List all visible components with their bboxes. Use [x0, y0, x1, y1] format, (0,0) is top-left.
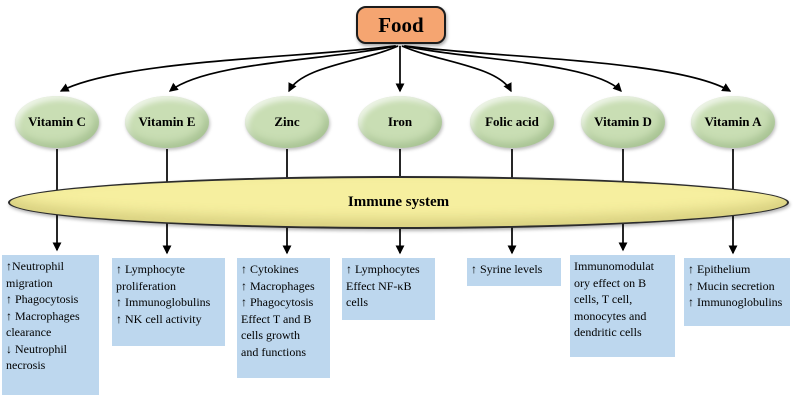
nutrient-label: Vitamin D: [594, 113, 652, 129]
immune-system-ellipse: Immune system: [8, 176, 789, 229]
effects-box-folic-acid: ↑ Syrine levels: [467, 258, 561, 286]
arrow-food-vitamin-e: [168, 45, 397, 92]
nutrient-ellipse-vitamin-c: Vitamin C: [15, 96, 99, 148]
effects-box-vitamin-d: Immunomodulat ory effect on B cells, T c…: [570, 255, 675, 357]
effects-box-zinc: ↑ Cytokines ↑ Macrophages ↑ Phagocytosis…: [237, 258, 330, 378]
arrow-food-vitamin-c: [59, 45, 396, 92]
nutrient-label: Vitamin C: [28, 113, 86, 129]
nutrient-ellipse-folic-acid: Folic acid: [470, 96, 554, 148]
arrow-food-vitamin-d: [403, 45, 622, 92]
arrow-food-vitamin-a: [404, 45, 732, 92]
nutrient-ellipse-vitamin-a: Vitamin A: [691, 96, 775, 148]
nutrient-ellipse-vitamin-d: Vitamin D: [581, 96, 665, 148]
effects-box-vitamin-e: ↑ Lymphocyte proliferation ↑ Immunoglobu…: [112, 258, 225, 346]
effects-box-vitamin-a: ↑ Epithelium ↑ Mucin secretion ↑ Immunog…: [684, 258, 790, 326]
arrow-food-zinc: [288, 45, 399, 93]
nutrient-label: Vitamin E: [138, 113, 196, 129]
food-label: Food: [378, 12, 424, 37]
nutrient-label: Vitamin A: [704, 113, 762, 129]
nutrient-label: Iron: [387, 113, 413, 129]
arrow-food-folic-acid: [401, 45, 512, 93]
nutrient-label: Zinc: [274, 113, 300, 129]
nutrient-ellipse-vitamin-e: Vitamin E: [125, 96, 209, 148]
effects-box-iron: ↑ Lymphocytes Effect NF-κB cells: [342, 258, 435, 320]
nutrient-ellipse-iron: Iron: [358, 96, 442, 148]
immune-system-label: Immune system: [347, 194, 450, 210]
nutrient-label: Folic acid: [485, 113, 539, 129]
food-node: Food: [356, 6, 446, 44]
nutrient-ellipse-zinc: Zinc: [245, 96, 329, 148]
effects-box-vitamin-c: ↑Neutrophil migration ↑ Phagocytosis ↑ M…: [2, 255, 99, 395]
